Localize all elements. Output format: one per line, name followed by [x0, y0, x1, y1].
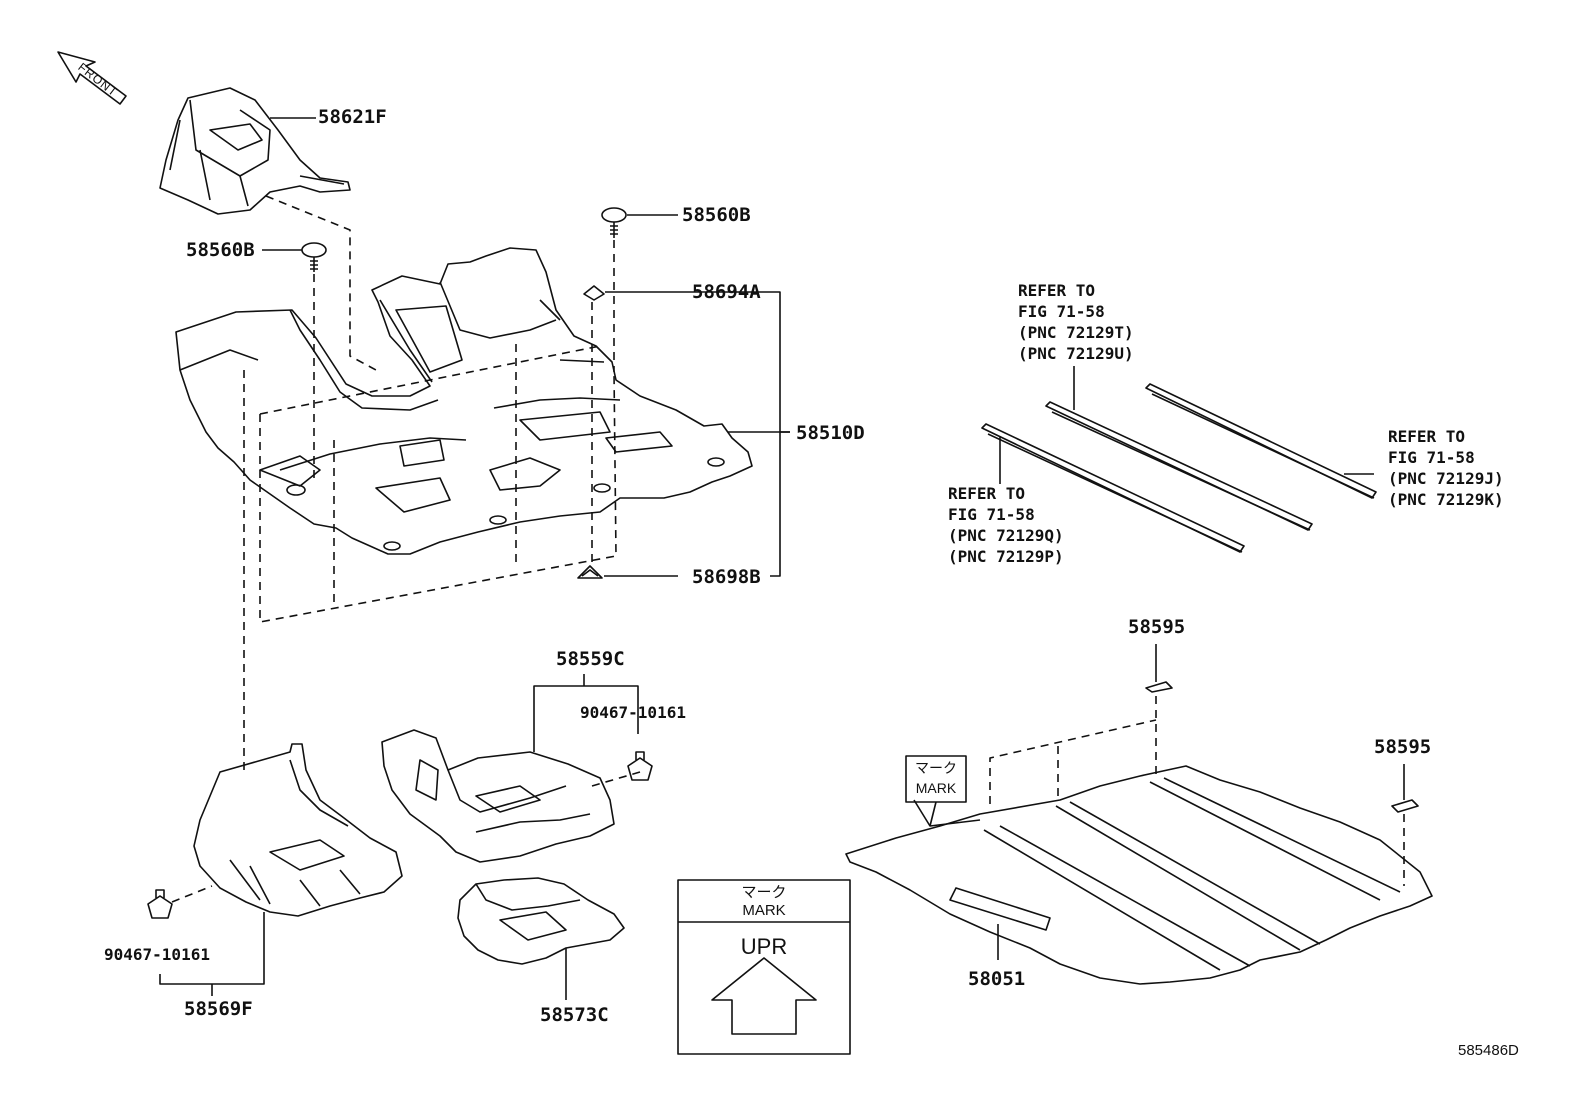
part-label-58510D: 58510D — [796, 422, 865, 444]
part-58573C-illustration — [457, 877, 625, 965]
weatherstrip-JK-illustration — [1145, 383, 1377, 499]
part-label-58595-right: 58595 — [1374, 736, 1432, 758]
clip-90467-lower-illustration — [147, 889, 173, 919]
figure-id: 585486D — [1458, 1042, 1519, 1059]
mark-callout-jp: マーク — [915, 760, 957, 776]
carpet-58510D-illustration — [175, 247, 753, 555]
mark-legend-box — [677, 879, 851, 1055]
part-label-58573C: 58573C — [540, 1004, 609, 1026]
part-58569F-illustration — [193, 743, 403, 917]
part-58621F-illustration — [159, 87, 351, 215]
weatherstrip-QP-illustration — [981, 423, 1245, 553]
pad-58595-upper-illustration — [1145, 681, 1173, 693]
mark-callout-en: MARK — [915, 780, 957, 796]
part-label-58621F: 58621F — [318, 106, 387, 128]
refer-note-72129Q-P: REFER TO FIG 71-58 (PNC 72129Q) (PNC 721… — [948, 484, 1064, 566]
part-label-58560B-left: 58560B — [186, 239, 255, 261]
clip-90467-upper-illustration — [627, 751, 653, 781]
front-arrow-icon — [57, 51, 127, 105]
part-label-90467-lower: 90467-10161 — [104, 945, 210, 964]
part-58559C-illustration — [381, 729, 615, 863]
mark-callout: マーク MARK — [906, 758, 966, 798]
part-label-58698B: 58698B — [692, 566, 761, 588]
part-label-58694A: 58694A — [692, 281, 761, 303]
mark-legend-arrow-text: UPR — [740, 934, 788, 959]
part-label-58569F: 58569F — [184, 998, 253, 1020]
clip-58560B-right-illustration — [601, 207, 627, 238]
refer-note-72129J-K: REFER TO FIG 71-58 (PNC 72129J) (PNC 721… — [1388, 427, 1504, 509]
clip-58694A-illustration — [583, 285, 605, 301]
part-label-58051: 58051 — [968, 968, 1026, 990]
carpet-58051-illustration — [845, 765, 1433, 985]
mark-legend-jp: マーク — [741, 884, 787, 901]
pad-58595-right-illustration — [1391, 799, 1419, 813]
part-label-58560B-right: 58560B — [682, 204, 751, 226]
part-label-58559C: 58559C — [556, 648, 625, 670]
up-arrow-icon — [711, 957, 817, 1035]
mark-legend-en: MARK — [742, 902, 786, 919]
weatherstrip-TU-illustration — [1045, 401, 1313, 531]
clip-58560B-left-illustration — [301, 242, 327, 272]
clip-58698B-illustration — [577, 565, 603, 579]
part-label-90467-upper: 90467-10161 — [580, 703, 686, 722]
refer-note-72129T-U: REFER TO FIG 71-58 (PNC 72129T) (PNC 721… — [1018, 281, 1134, 363]
part-label-58595-upper: 58595 — [1128, 616, 1186, 638]
mark-legend-header: マーク MARK — [678, 884, 850, 920]
